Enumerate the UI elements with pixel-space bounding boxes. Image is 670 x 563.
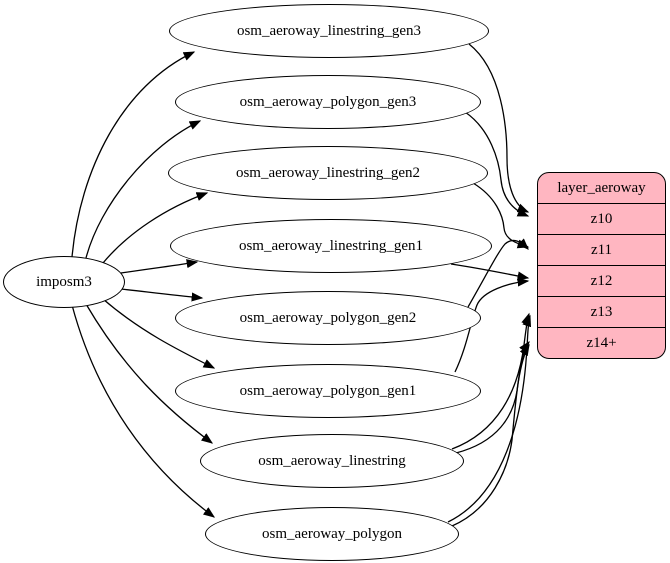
- edge-linestring-gen3-to-z10: [468, 43, 530, 213]
- edge-polygon-gen2-to-z11: [467, 238, 529, 308]
- record-row-z13: z13: [538, 296, 665, 327]
- edge-linestring-gen1-to-z12: [450, 263, 530, 281]
- edge-polygon-to-z13: [447, 314, 532, 523]
- node-osm-aeroway-polygon: osm_aeroway_polygon: [205, 507, 459, 561]
- record-layer-aeroway: layer_aeroway z10 z11 z12 z13 z14+: [537, 172, 666, 359]
- node-osm-aeroway-linestring-gen1: osm_aeroway_linestring_gen1: [170, 219, 492, 273]
- record-row-z14: z14+: [538, 327, 665, 358]
- node-osm-aeroway-polygon-gen1: osm_aeroway_polygon_gen1: [175, 364, 481, 418]
- edge-imposm3-to-polygon-gen1: [102, 298, 216, 369]
- record-row-z10: z10: [538, 203, 665, 234]
- node-imposm3: imposm3: [3, 256, 125, 308]
- edge-imposm3-to-polygon: [71, 304, 216, 518]
- record-header: layer_aeroway: [557, 179, 646, 196]
- edge-imposm3-to-polygon-gen2: [120, 288, 204, 302]
- edge-polygon-to-z14: [451, 343, 530, 527]
- record-row-z12: z12: [538, 265, 665, 296]
- edge-imposm3-to-linestring-gen1: [120, 259, 199, 274]
- node-osm-aeroway-polygon-gen3: osm_aeroway_polygon_gen3: [175, 75, 481, 129]
- edge-imposm3-to-linestring-gen3: [71, 51, 196, 258]
- node-osm-aeroway-linestring-gen3: osm_aeroway_linestring_gen3: [169, 4, 489, 58]
- edge-imposm3-to-polygon-gen3: [85, 120, 202, 259]
- node-osm-aeroway-linestring-gen2: osm_aeroway_linestring_gen2: [168, 146, 488, 200]
- record-row-z11: z11: [538, 234, 665, 265]
- edge-imposm3-to-linestring: [85, 303, 214, 444]
- edge-polygon-gen1-to-z12: [454, 277, 530, 373]
- node-osm-aeroway-polygon-gen2: osm_aeroway_polygon_gen2: [175, 291, 481, 345]
- edge-polygon-gen3-to-z10: [464, 111, 530, 217]
- edge-imposm3-to-linestring-gen2: [102, 192, 209, 264]
- node-osm-aeroway-linestring: osm_aeroway_linestring: [200, 434, 464, 488]
